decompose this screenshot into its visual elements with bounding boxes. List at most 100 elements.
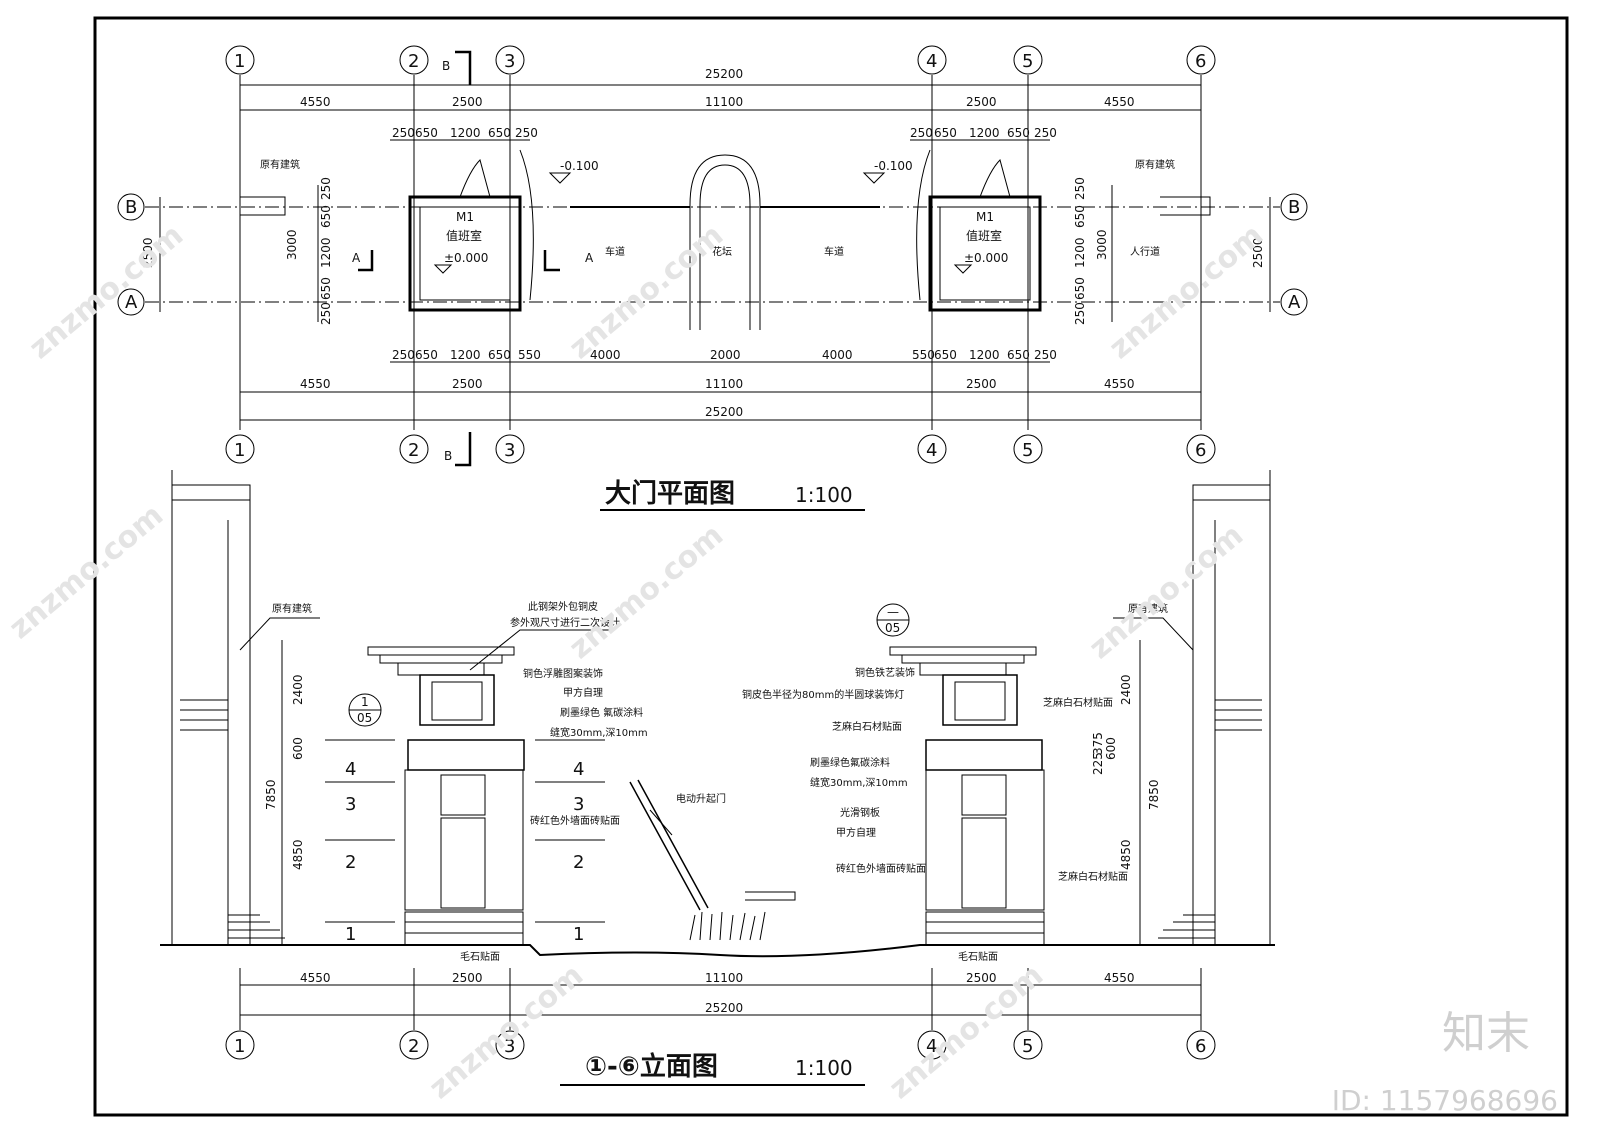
- note-right-9: 芝麻白石材贴面: [1058, 870, 1128, 883]
- watermarks: znzmo.com znzmo.com znzmo.com znzmo.com …: [3, 218, 1270, 1106]
- axis-5-top: 5: [1022, 51, 1033, 72]
- watermark-site-7: znzmo.com: [423, 958, 590, 1106]
- row-a-right: A: [1288, 292, 1301, 313]
- brand-watermark: 知末: [1442, 1008, 1530, 1059]
- left-dim-4850: 4850: [291, 839, 305, 870]
- axis-2-top: 2: [408, 51, 419, 72]
- dim-detail-l4: 650: [488, 126, 511, 140]
- watermark-site-2: znzmo.com: [563, 218, 730, 366]
- level-4-left: 4: [345, 759, 356, 780]
- dim-bot-mid-1: 4000: [590, 348, 621, 362]
- level-1-right: 1: [573, 924, 584, 945]
- axis-4-top: 4: [926, 51, 937, 72]
- plan-axis-bubbles: [117, 45, 1308, 464]
- watermark-site-1: znzmo.com: [23, 218, 190, 366]
- elevation-title-block: ①-⑥立面图 1:100: [560, 1051, 865, 1086]
- drawing-frame: [93, 16, 1569, 1117]
- elev-axis-1: 1: [234, 1036, 245, 1057]
- elev-dim-total: 25200: [705, 1001, 743, 1015]
- right-dim-600: 600: [1104, 737, 1118, 760]
- elevation-view: [160, 470, 1275, 1030]
- dim-top-seg-3: 11100: [705, 95, 743, 109]
- flower-bed: 花坛: [712, 245, 732, 258]
- dim-bot-detail-r3: 1200: [969, 348, 1000, 362]
- elev-axis-5: 5: [1022, 1036, 1033, 1057]
- elev-axis-6: 6: [1195, 1036, 1206, 1057]
- vert-dim-r1: 250: [1073, 177, 1087, 200]
- note-left-7: 砖红色外墙面砖贴面: [530, 814, 620, 827]
- level-2-left: 2: [345, 852, 356, 873]
- room-name-right: 值班室: [966, 228, 1002, 243]
- plan-scale: 1:100: [795, 483, 853, 507]
- note-left-8: 毛石贴面: [460, 950, 500, 963]
- note-left-3: 铜色浮雕图案装饰: [523, 667, 603, 680]
- room-level-left: ±0.000: [444, 251, 488, 265]
- watermark-site-6: znzmo.com: [1083, 518, 1250, 666]
- elev-axis-3: 3: [504, 1036, 515, 1057]
- elev-dim-seg-3: 11100: [705, 971, 743, 985]
- dim-detail-l3: 1200: [450, 126, 481, 140]
- note-right-3: 芝麻白石材贴面: [832, 720, 902, 733]
- detail-tag-right-sheet: 05: [885, 621, 900, 635]
- plan-dimensions: 25200 4550 2500 11100 2500 4550 250 650 …: [141, 67, 1265, 419]
- note-right-10: 毛石贴面: [958, 950, 998, 963]
- note-right-7: 甲方自理: [836, 826, 876, 839]
- vert-dim-l4: 650: [319, 277, 333, 300]
- dim-top-seg-1: 4550: [300, 95, 331, 109]
- dim-bot-total: 25200: [705, 405, 743, 419]
- vert-dim-r5: 250: [1073, 302, 1087, 325]
- row-spacing-left: 2500: [141, 237, 155, 268]
- dim-detail-r5: 250: [1034, 126, 1057, 140]
- note-left-4: 甲方自理: [563, 686, 603, 699]
- dim-bot-detail-l2: 650: [415, 348, 438, 362]
- dim-bot-seg-4: 2500: [966, 377, 997, 391]
- elevation-detail-bubbles: [348, 603, 910, 727]
- room-tag-left: M1: [456, 210, 474, 224]
- note-left-0: 原有建筑: [272, 602, 312, 615]
- dim-detail-l1: 250: [392, 126, 415, 140]
- note-right-0: 铜色铁艺装饰: [855, 666, 915, 679]
- level-4-right: 4: [573, 759, 584, 780]
- vert-total-right: 3000: [1095, 229, 1109, 260]
- dim-bot-detail-r5: 250: [1034, 348, 1057, 362]
- dim-bot-mid-3: 4000: [822, 348, 853, 362]
- dim-top-seg-2: 2500: [452, 95, 483, 109]
- left-dim-7850: 7850: [264, 779, 278, 810]
- dim-detail-r2: 650: [934, 126, 957, 140]
- section-a-right: A: [585, 251, 594, 265]
- dim-detail-r3: 1200: [969, 126, 1000, 140]
- right-dim-375: 375: [1091, 732, 1105, 755]
- vert-dim-r4: 650: [1073, 277, 1087, 300]
- note-left-1: 此钢架外包铜皮: [528, 600, 598, 613]
- section-b-bottom: B: [444, 449, 452, 463]
- level-road-right: -0.100: [874, 159, 913, 173]
- axis-4-bottom: 4: [926, 440, 937, 461]
- existing-building-left: 原有建筑: [260, 158, 300, 171]
- dim-bot-seg-1: 4550: [300, 377, 331, 391]
- row-spacing-right: 2500: [1251, 237, 1265, 268]
- vert-dim-l1: 250: [319, 177, 333, 200]
- dim-bot-detail-l5: 550: [518, 348, 541, 362]
- room-tag-right: M1: [976, 210, 994, 224]
- room-level-right: ±0.000: [964, 251, 1008, 265]
- dim-bot-detail-l4: 650: [488, 348, 511, 362]
- section-a-left: A: [352, 251, 361, 265]
- dim-bot-detail-r1: 550: [912, 348, 935, 362]
- detail-tag-right-num: —: [887, 605, 899, 619]
- axis-1-bottom: 1: [234, 440, 245, 461]
- note-center-gate: 电动升起门: [676, 792, 726, 805]
- elev-dim-seg-2: 2500: [452, 971, 483, 985]
- level-2-right: 2: [573, 852, 584, 873]
- note-right-5: 缝宽30mm,深10mm: [810, 776, 908, 789]
- note-right-1: 铜皮色半径为80mm的半圆球装饰灯: [742, 688, 904, 701]
- plan-view: [145, 50, 1280, 467]
- dim-bot-seg-3: 11100: [705, 377, 743, 391]
- note-left-5: 刷墨绿色 氟碳涂料: [560, 706, 643, 719]
- level-1-left: 1: [345, 924, 356, 945]
- axis-2-bottom: 2: [408, 440, 419, 461]
- dim-bot-seg-2: 2500: [452, 377, 483, 391]
- note-right-2: 芝麻白石材贴面: [1043, 696, 1113, 709]
- vert-total-left: 3000: [285, 229, 299, 260]
- dim-bot-mid-2: 2000: [710, 348, 741, 362]
